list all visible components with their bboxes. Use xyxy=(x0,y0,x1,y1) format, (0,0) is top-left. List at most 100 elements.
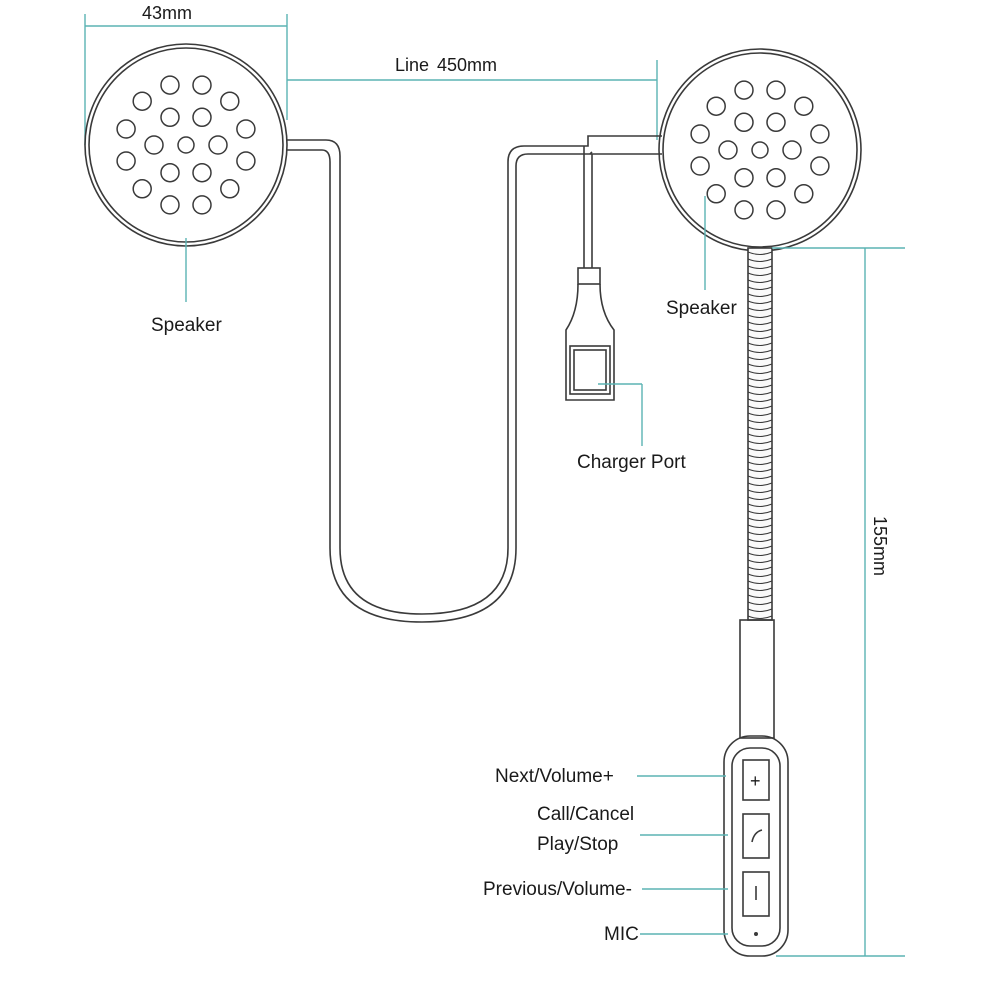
gooseneck-boom xyxy=(747,247,773,621)
coil-ridge xyxy=(747,419,773,424)
coil-ridge xyxy=(747,272,773,277)
phone-icon xyxy=(751,829,763,843)
call-button[interactable] xyxy=(742,813,770,859)
grille-hole xyxy=(766,167,786,188)
grille-hole xyxy=(192,107,212,128)
dimension-speaker-width-label: 43mm xyxy=(142,3,192,23)
coil-ridge xyxy=(747,580,773,585)
dimension-line-length: Line 450mm xyxy=(287,55,658,140)
coil-ridge xyxy=(747,279,773,284)
grille-hole xyxy=(132,179,152,199)
coil-ridge xyxy=(747,601,773,606)
coil-ridge xyxy=(747,363,773,368)
coil-ridge xyxy=(747,356,773,361)
charger-port: Charger Port xyxy=(565,267,686,473)
grille-hole xyxy=(690,156,710,176)
grille-hole xyxy=(220,179,240,199)
remote-callouts: Next/Volume+ Call/Cancel Play/Stop Previ… xyxy=(483,766,728,945)
grille-hole xyxy=(236,119,256,139)
grille-hole xyxy=(177,136,195,154)
coil-ridge xyxy=(747,489,773,494)
coil-ridge xyxy=(747,433,773,438)
speaker-left-grille xyxy=(116,75,256,215)
coil-ridge xyxy=(747,587,773,592)
dimension-boom-length: 155mm xyxy=(772,247,905,957)
grille-hole xyxy=(690,124,710,144)
coil-ridge xyxy=(747,517,773,522)
coil-ridge xyxy=(747,370,773,375)
coil-ridge xyxy=(747,342,773,347)
coil-ridge xyxy=(747,496,773,501)
speaker-left-label: Speaker xyxy=(151,315,222,336)
grille-hole xyxy=(132,91,152,111)
grille-hole xyxy=(220,91,240,111)
speaker-right xyxy=(658,48,862,252)
next-volume-up-label: Next/Volume+ xyxy=(495,766,614,787)
remote-control: + xyxy=(723,735,789,957)
coil-ridge xyxy=(747,454,773,459)
grille-hole xyxy=(192,162,212,183)
dimension-speaker-width: 43mm xyxy=(84,3,288,145)
coil-ridge xyxy=(747,531,773,536)
grille-hole xyxy=(706,96,726,116)
grille-hole xyxy=(794,184,814,204)
grille-hole xyxy=(766,80,786,100)
speaker-right-grille xyxy=(690,80,830,220)
grille-hole xyxy=(192,75,212,95)
speaker-left xyxy=(84,43,288,247)
dimension-line-value: 450mm xyxy=(437,55,497,75)
volume-down-button[interactable] xyxy=(742,871,770,917)
grille-hole xyxy=(160,75,180,95)
coil-ridge xyxy=(747,251,773,256)
coil-ridge xyxy=(747,447,773,452)
coil-ridge xyxy=(747,461,773,466)
coil-ridge xyxy=(747,286,773,291)
mic-label: MIC xyxy=(604,924,639,945)
volume-up-button[interactable]: + xyxy=(742,759,770,801)
coil-ridge xyxy=(747,482,773,487)
coil-ridge xyxy=(747,265,773,270)
call-cancel-label: Call/Cancel xyxy=(537,804,634,825)
grille-hole xyxy=(794,96,814,116)
coil-ridge xyxy=(747,538,773,543)
play-stop-label: Play/Stop xyxy=(537,834,618,855)
previous-volume-down-label: Previous/Volume- xyxy=(483,879,632,900)
charger-port-label: Charger Port xyxy=(577,452,686,473)
coil-ridge xyxy=(747,426,773,431)
grille-hole xyxy=(734,167,754,188)
coil-ridge xyxy=(747,545,773,550)
coil-ridge xyxy=(747,258,773,263)
coil-ridge xyxy=(747,412,773,417)
coil-ridge xyxy=(747,405,773,410)
grille-hole xyxy=(144,135,164,155)
coil-ridge xyxy=(747,510,773,515)
coil-ridge xyxy=(747,594,773,599)
mic-hole xyxy=(754,932,758,936)
speaker-right-callout: Speaker xyxy=(666,196,737,319)
coil-ridge xyxy=(747,475,773,480)
coil-ridge xyxy=(747,321,773,326)
coil-ridge xyxy=(747,608,773,613)
speaker-right-label: Speaker xyxy=(666,298,737,319)
grille-hole xyxy=(236,151,256,171)
coil-ridge xyxy=(747,314,773,319)
grille-hole xyxy=(734,80,754,100)
coil-ridge xyxy=(747,615,773,620)
grille-hole xyxy=(766,112,786,133)
gooseneck-coils xyxy=(747,251,773,620)
speaker-left-callout: Speaker xyxy=(151,238,222,336)
grille-hole xyxy=(116,119,136,139)
grille-hole xyxy=(160,107,180,128)
coil-ridge xyxy=(747,391,773,396)
coil-ridge xyxy=(747,398,773,403)
coil-ridge xyxy=(747,349,773,354)
grille-hole xyxy=(706,184,726,204)
dimension-boom-length-label: 155mm xyxy=(870,516,890,576)
grille-hole xyxy=(160,162,180,183)
grille-hole xyxy=(116,151,136,171)
grille-hole xyxy=(718,140,738,160)
grille-hole xyxy=(810,156,830,176)
grille-hole xyxy=(208,135,228,155)
grille-hole xyxy=(751,141,769,159)
